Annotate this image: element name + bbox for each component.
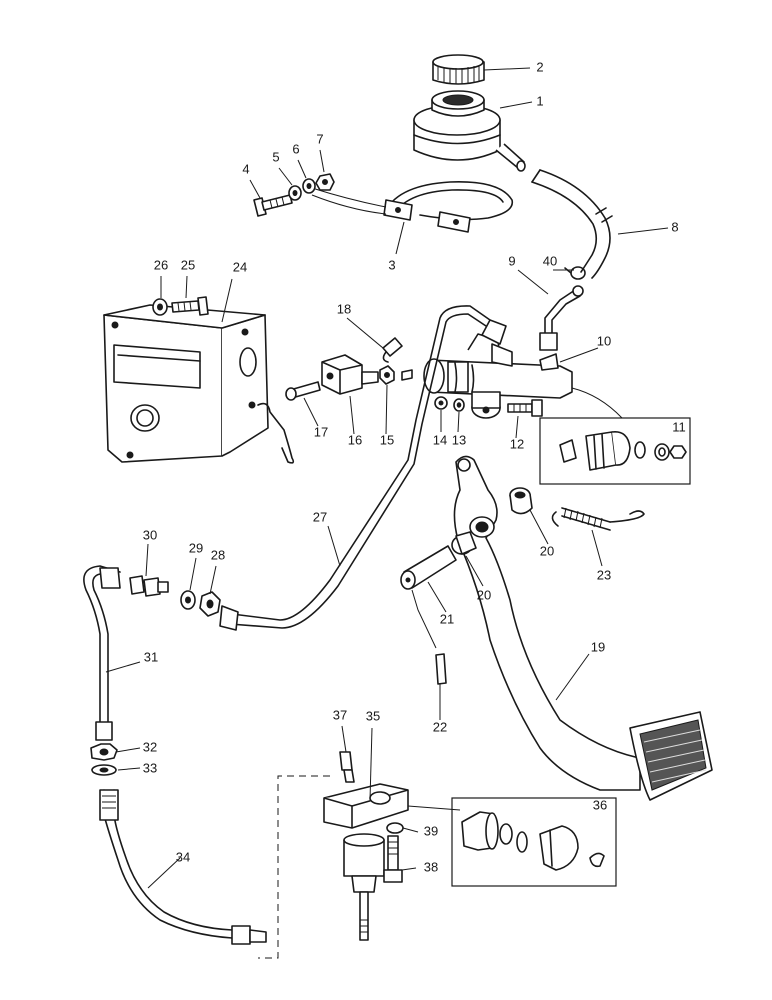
clevis-spring-clip xyxy=(382,337,403,363)
callout-20a: 20 xyxy=(540,543,554,558)
callout-25: 25 xyxy=(181,257,195,272)
hose-adaptor xyxy=(539,285,584,351)
master-cylinder-washer xyxy=(434,396,448,410)
callout-14: 14 xyxy=(433,432,447,447)
master-cylinder-seal-kit xyxy=(539,387,691,485)
bracket-bolt xyxy=(171,296,209,316)
callout-10: 10 xyxy=(597,333,611,348)
clamp-spring-washer xyxy=(302,178,316,194)
callout-21: 21 xyxy=(440,611,454,626)
callout-35: 35 xyxy=(366,708,380,723)
callout-15: 15 xyxy=(380,432,394,447)
clevis-locknut xyxy=(379,365,395,385)
callout-3: 3 xyxy=(388,257,395,272)
callout-19: 19 xyxy=(591,639,605,654)
callout-12: 12 xyxy=(510,436,524,451)
callout-31: 31 xyxy=(144,649,158,664)
callout-11: 11 xyxy=(672,419,686,434)
pushrod-clevis xyxy=(321,354,379,395)
union-nut xyxy=(199,591,221,617)
callout-24: 24 xyxy=(233,259,247,274)
callout-37: 37 xyxy=(333,707,347,722)
pipe-nut xyxy=(219,605,239,631)
leader-lines xyxy=(105,67,669,889)
callout-32: 32 xyxy=(143,739,157,754)
callout-39: 39 xyxy=(424,823,438,838)
clamp-bolt xyxy=(253,194,293,217)
callout-2: 2 xyxy=(536,59,543,74)
callout-34: 34 xyxy=(176,849,190,864)
callout-labels: 1 2 3 4 5 6 7 8 9 10 11 12 13 14 15 16 1… xyxy=(143,59,686,874)
reservoir-clamp xyxy=(311,181,514,233)
fluid-reservoir xyxy=(413,90,526,172)
clutch-pedal xyxy=(453,455,713,801)
callout-17: 17 xyxy=(314,424,328,439)
callout-1: 1 xyxy=(536,93,543,108)
pipe-lock-washer xyxy=(91,764,117,776)
hydraulic-pipe xyxy=(229,305,491,629)
pedal-bush-lower xyxy=(451,516,495,555)
bleed-screw xyxy=(339,751,355,783)
pipe-union xyxy=(129,575,169,597)
pedal-return-spring xyxy=(551,507,645,531)
clamp-washer xyxy=(288,185,302,201)
callout-26: 26 xyxy=(154,257,168,272)
bracket-washer xyxy=(152,298,168,316)
callout-9: 9 xyxy=(508,253,515,268)
slave-cylinder-bolt xyxy=(383,835,403,883)
clamp-nut xyxy=(315,173,335,191)
callout-20b: 20 xyxy=(477,587,491,602)
callout-6: 6 xyxy=(292,141,299,156)
dashed-connection xyxy=(258,775,330,959)
callout-8: 8 xyxy=(671,219,678,234)
callout-36: 36 xyxy=(593,797,607,812)
callout-7: 7 xyxy=(316,131,323,146)
slave-cylinder-pipe xyxy=(99,789,267,945)
pushrod-end xyxy=(401,369,413,381)
pedal-bush-upper xyxy=(509,487,533,515)
clevis-pin xyxy=(285,381,321,401)
callout-33: 33 xyxy=(143,760,157,775)
callout-13: 13 xyxy=(452,432,466,447)
slave-cylinder-seal-kit xyxy=(407,797,617,887)
slave-cylinder xyxy=(323,783,409,941)
callout-29: 29 xyxy=(189,540,203,555)
master-cylinder xyxy=(423,319,573,419)
callout-27: 27 xyxy=(313,509,327,524)
hose-clip xyxy=(564,266,586,280)
reservoir-cap xyxy=(432,54,485,85)
pedal-pivot-pin xyxy=(400,545,457,590)
callout-38: 38 xyxy=(424,859,438,874)
callout-16: 16 xyxy=(348,432,362,447)
callout-23: 23 xyxy=(597,567,611,582)
callout-18: 18 xyxy=(337,301,351,316)
callout-22: 22 xyxy=(433,719,447,734)
reservoir-hose xyxy=(531,169,613,279)
master-cylinder-bolt xyxy=(507,399,543,417)
pedal-roll-pin xyxy=(435,653,447,685)
flexible-pipe xyxy=(83,565,121,741)
master-cylinder-spring-washer xyxy=(453,398,465,412)
callout-28: 28 xyxy=(211,547,225,562)
callout-30: 30 xyxy=(143,527,157,542)
callout-5: 5 xyxy=(272,149,279,164)
pipe-locknut xyxy=(90,743,118,761)
mounting-bracket xyxy=(103,304,295,464)
callout-4: 4 xyxy=(242,161,249,176)
slave-cylinder-washer xyxy=(386,822,404,834)
union-washer xyxy=(180,590,196,610)
callout-40: 40 xyxy=(543,253,557,268)
